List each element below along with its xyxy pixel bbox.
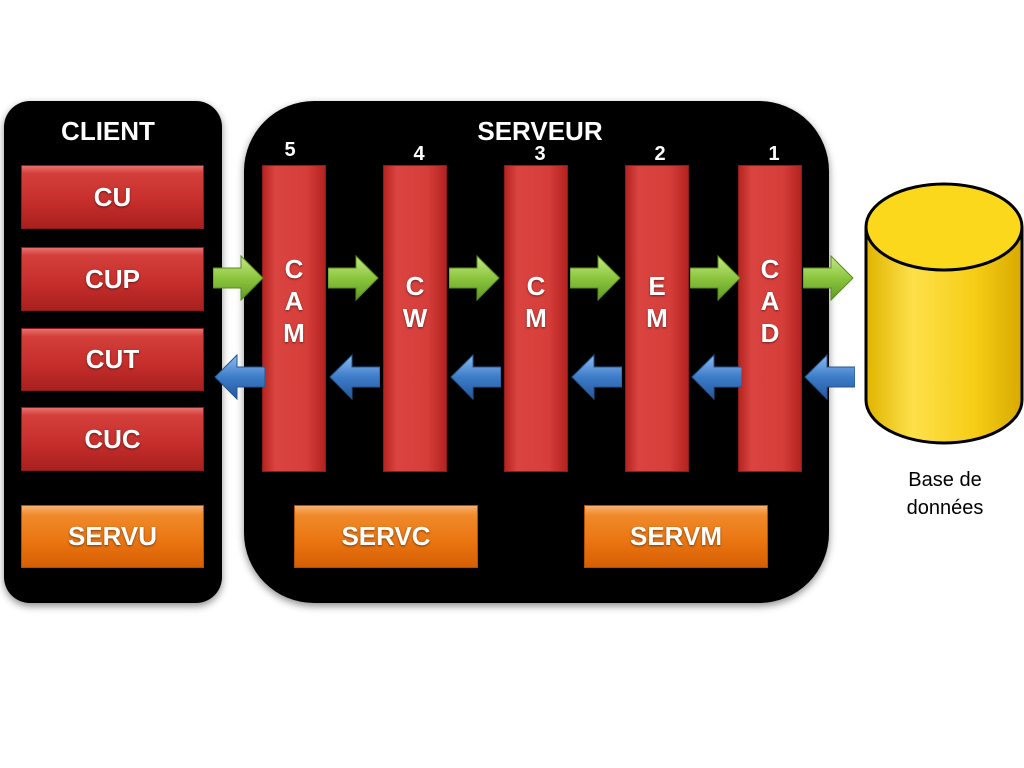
layer-cm-label: C M xyxy=(525,271,547,333)
request-arrow-2 xyxy=(328,254,379,302)
database-caption: Base de données xyxy=(880,466,1010,522)
client-box-cu: CU xyxy=(21,165,204,229)
client-title: CLIENT xyxy=(61,116,155,146)
response-arrow-6 xyxy=(804,353,855,401)
client-box-cup: CUP xyxy=(21,247,204,311)
database-caption-line2: données xyxy=(906,497,984,519)
layer-cw-label: C W xyxy=(402,271,428,333)
layer-cw: C W xyxy=(383,165,447,472)
layer-cm: C M xyxy=(504,165,568,472)
response-arrow-5 xyxy=(691,353,742,401)
request-arrow-5 xyxy=(690,254,741,302)
layer-number-1: 1 xyxy=(768,143,780,165)
client-box-cuc: CUC xyxy=(21,407,204,471)
layer-em: E M xyxy=(625,165,689,472)
request-arrow-4 xyxy=(570,254,621,302)
servu-box: SERVU xyxy=(21,505,204,568)
response-arrow-1 xyxy=(214,353,265,401)
layer-number-3: 3 xyxy=(534,143,546,165)
database-cylinder-icon xyxy=(864,182,1024,445)
request-arrow-3 xyxy=(449,254,500,302)
response-arrow-3 xyxy=(450,353,501,401)
servm-box: SERVM xyxy=(584,505,768,568)
servc-box: SERVC xyxy=(294,505,478,568)
layer-em-label: E M xyxy=(646,271,668,333)
layer-cad: C A D xyxy=(738,165,802,472)
client-box-cut: CUT xyxy=(21,328,204,391)
layer-number-4: 4 xyxy=(413,143,425,165)
client-panel: CLIENT CU CUP CUT CUC SERVU xyxy=(4,101,222,603)
response-arrow-2 xyxy=(329,353,380,401)
layer-cam: C A M xyxy=(262,165,326,472)
layer-cad-label: C A D xyxy=(760,254,780,348)
layer-number-5: 5 xyxy=(284,139,296,161)
server-title: SERVEUR xyxy=(477,116,603,146)
layer-number-2: 2 xyxy=(654,143,666,165)
request-arrow-6 xyxy=(803,254,854,302)
response-arrow-4 xyxy=(571,353,622,401)
request-arrow-1 xyxy=(213,254,264,302)
database-caption-line1: Base de xyxy=(908,469,982,491)
layer-cam-label: C A M xyxy=(283,254,305,348)
